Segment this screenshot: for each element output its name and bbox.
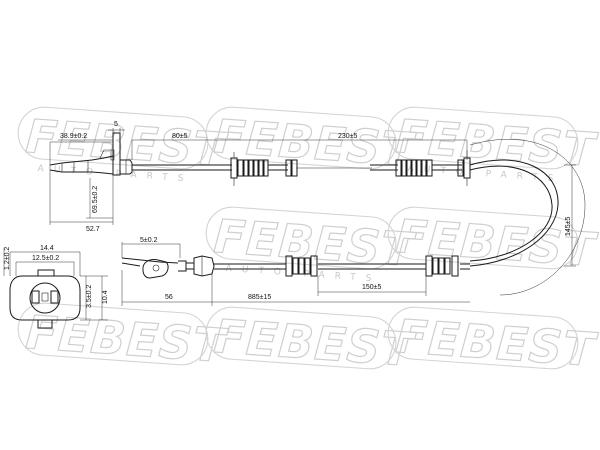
- dim-230: 230±5: [338, 133, 358, 140]
- watermark-low-center: FEBEST: [205, 306, 418, 378]
- watermark-brand-text: FEBEST: [24, 305, 230, 373]
- watermark-brand-text: FEBEST: [212, 309, 418, 377]
- connector-end-view: [9, 269, 81, 329]
- dim-10-4: 10.4: [102, 290, 109, 304]
- cable-loop: [469, 159, 559, 267]
- dim-14-4: 14.4: [40, 245, 54, 252]
- dim-52-7: 52.7: [86, 226, 100, 233]
- dim-3-5: 3.5±0.2: [86, 285, 93, 308]
- sensor-head-bottom: [121, 255, 215, 279]
- dim-38-9: 38.9±0.2: [60, 133, 87, 140]
- dim-12-5: 12.5±0.2: [32, 255, 59, 262]
- cable-clip-group-5: [285, 255, 318, 277]
- cable-clip-group-3: [395, 159, 433, 177]
- watermark-brand-text: FEBEST: [394, 309, 600, 377]
- dim-5-connector: 5±0.2: [140, 237, 158, 244]
- cable-loop-inner: [469, 165, 553, 262]
- dim-150: 150±5: [362, 284, 382, 291]
- dim-80: 80±5: [172, 133, 188, 140]
- dim-1-2: 1.2±0.2: [4, 247, 11, 270]
- watermark-top-right: FEBEST AUTO PARTS: [387, 106, 600, 185]
- dim-885: 885±15: [248, 294, 271, 301]
- watermark-top-left: FEBEST AUTO PARTS: [17, 106, 230, 185]
- watermark-top-center: FEBEST: [205, 106, 418, 178]
- cable-clip-group-2: [285, 159, 372, 177]
- cable-clip-group-1: [230, 152, 269, 186]
- sensor-head-top: [49, 132, 133, 176]
- cable-clip-group-6: [425, 255, 459, 277]
- watermark-low-right: FEBEST: [387, 306, 600, 378]
- dimension-lines: [3, 128, 576, 321]
- watermark-layer: FEBEST AUTO PARTS FEBEST AUTO PARTS FEBE…: [17, 106, 600, 378]
- dim-145: 145±5: [565, 216, 572, 236]
- dim-69-5: 69.5±0.2: [92, 186, 99, 213]
- bend-dimension-arc: [469, 139, 586, 296]
- dim-56: 56: [165, 294, 173, 301]
- dim-5-top: 5: [114, 121, 118, 128]
